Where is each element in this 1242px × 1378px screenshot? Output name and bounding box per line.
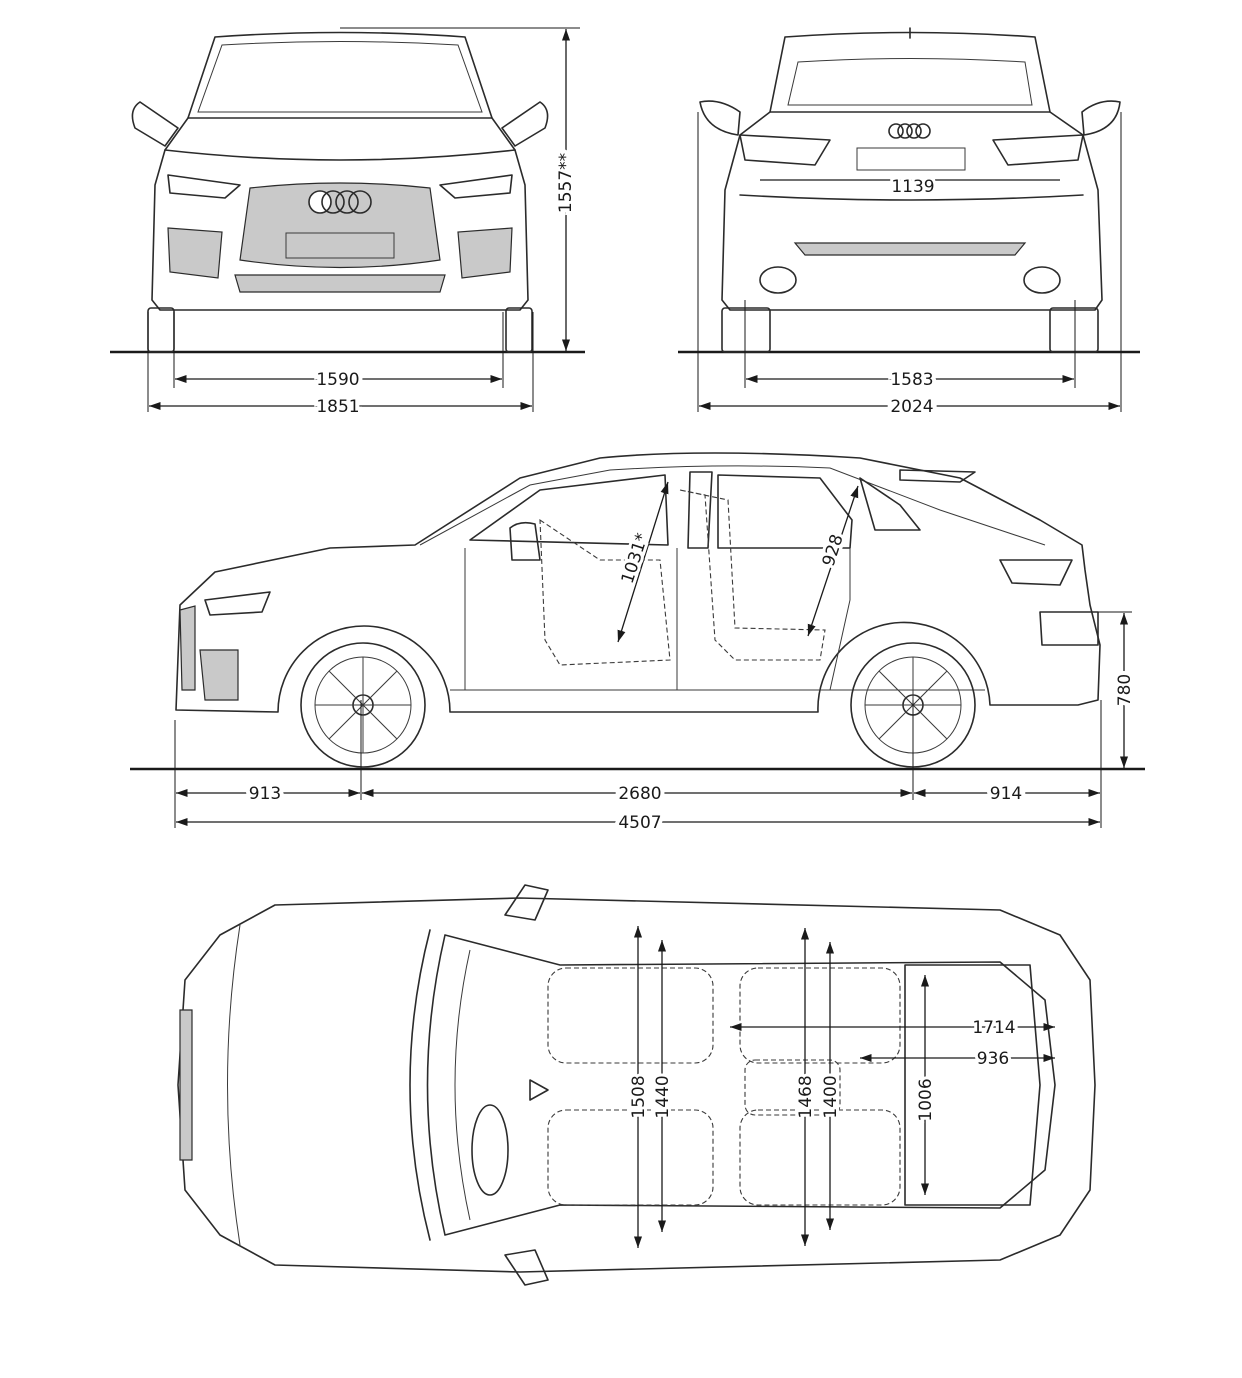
front-track-label: 1590	[316, 370, 359, 390]
vehicle-height-label: 1557**	[556, 153, 576, 213]
front-headroom-label: 1031*	[618, 531, 653, 586]
mirror-width-label: 2024	[890, 397, 933, 417]
car-rear-outline	[699, 27, 1121, 353]
rear-headroom-label: 928	[819, 532, 848, 569]
rear-view: 1139 1583 2024	[678, 27, 1140, 421]
side-view: 1031* 928 913 2680 914 4507 780	[130, 452, 1145, 837]
four-rings-logo	[308, 190, 372, 214]
wheelbase-label: 2680	[618, 784, 661, 804]
front-view: 1590 1851 1557**	[110, 27, 585, 421]
loading-height-label: 780	[1115, 674, 1135, 706]
car-side-outline	[175, 452, 1101, 768]
rear-shoulder-width-label: 1468	[796, 1075, 816, 1118]
rear-rings-logo	[888, 123, 931, 139]
boot-length-seats-up-label: 936	[977, 1049, 1009, 1069]
rear-overhang-label: 914	[990, 784, 1022, 804]
front-shoulder-width-label: 1508	[629, 1075, 649, 1118]
rear-track-label: 1583	[890, 370, 933, 390]
overall-length-label: 4507	[618, 813, 661, 833]
front-overhang-label: 913	[249, 784, 281, 804]
car-top-outline	[177, 884, 1096, 1286]
front-width-label: 1851	[316, 397, 359, 417]
front-elbow-width-label: 1440	[653, 1075, 673, 1118]
front-wheel-spokes	[315, 657, 411, 753]
tailgate-width-label: 1139	[891, 177, 934, 197]
rear-elbow-width-label: 1400	[821, 1075, 841, 1118]
top-view: 1508 1440 1468 1400 1006 1714 936	[177, 884, 1096, 1286]
car-front-outline	[131, 31, 549, 353]
boot-length-label: 1714	[972, 1018, 1015, 1038]
boot-width-label: 1006	[916, 1078, 936, 1121]
